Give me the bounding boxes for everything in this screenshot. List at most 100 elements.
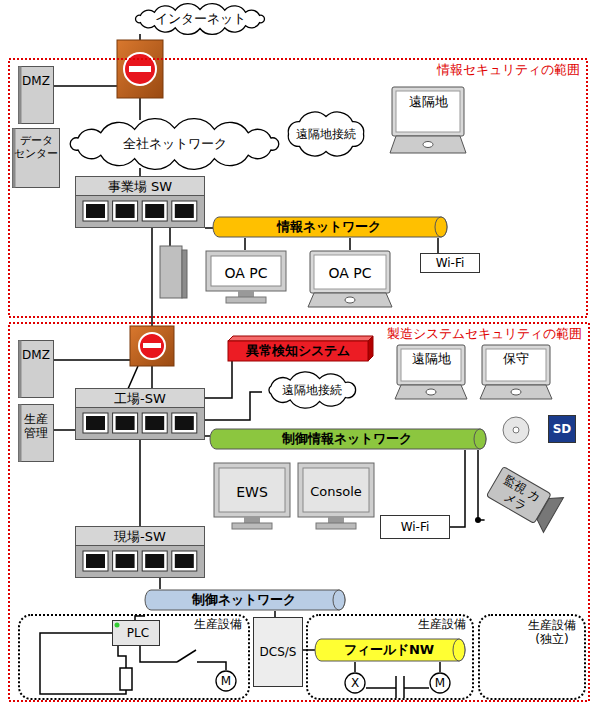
motor-symbol: M — [215, 670, 237, 692]
node-label: 情報ネットワーク — [277, 219, 381, 235]
laptop: OA PC — [308, 250, 392, 308]
text-box: 遠隔地 — [403, 351, 459, 380]
laptop: 保守 — [480, 344, 552, 400]
node-label: 制御情報ネットワーク — [282, 431, 412, 447]
wifi-ap: Wi-Fi — [420, 253, 480, 273]
junction-dot — [475, 517, 481, 523]
text-box: データ センター — [14, 134, 58, 186]
text-box: 制御情報ネットワーク — [224, 429, 470, 449]
connector — [478, 450, 485, 520]
node-label: 遠隔地 — [412, 351, 451, 367]
text-box: 製造システムセキュリティの範囲 — [16, 326, 582, 698]
node-label: PLC — [127, 626, 149, 640]
node-label: 制御ネットワーク — [192, 592, 296, 608]
text-box: 遠隔地接続 — [292, 118, 360, 150]
node-label: 情報セキュリティの範囲 — [437, 62, 580, 78]
network-switch: 工場-SW — [75, 388, 205, 440]
connector — [205, 361, 232, 398]
text-box: 情報セキュリティの範囲 — [16, 62, 580, 314]
text-box: OA PC — [213, 258, 279, 288]
node-label: DMZ — [22, 74, 50, 88]
node-label: X — [351, 676, 359, 690]
text-box: 全社ネットワーク — [86, 128, 263, 160]
cloud-network: 遠隔地接続 — [280, 108, 372, 160]
connector — [349, 238, 351, 250]
node-label: M — [435, 676, 445, 690]
connector — [439, 662, 441, 672]
motor-symbol: M — [429, 672, 451, 694]
text-box: Wi-Fi — [385, 517, 445, 537]
text-box: 生産管理 — [20, 412, 52, 460]
text-box: EWS — [221, 470, 283, 514]
text-box: 現場-SW — [79, 528, 201, 546]
node-label: 遠隔地接続 — [282, 383, 342, 397]
laptop: 遠隔地 — [390, 86, 466, 154]
firewall-icon — [130, 326, 174, 366]
node-label: 生産設備 — [194, 617, 242, 631]
cloud-network: 遠隔地接続 — [262, 372, 362, 408]
text-box: DCS/S — [256, 619, 300, 685]
node-label: 遠隔地 — [409, 94, 448, 110]
controller: PLC — [112, 620, 160, 646]
contact-symbol — [366, 676, 429, 698]
server: DMZ — [18, 66, 54, 124]
node-label: データ センター — [14, 134, 58, 160]
network-switch: 現場-SW — [75, 526, 205, 578]
text-box: 異常検知システム — [231, 342, 365, 359]
connector — [205, 392, 262, 420]
node-label: 全社ネットワーク — [123, 136, 227, 152]
pc: OA PC — [205, 250, 287, 304]
connector — [244, 238, 246, 250]
text-box: Wi-Fi — [425, 255, 475, 271]
text-box: 情報ネットワーク — [227, 217, 431, 237]
wire — [54, 359, 130, 361]
text-box: フィールドNW — [329, 639, 449, 661]
node-label: 遠隔地接続 — [296, 127, 356, 141]
equipment-zone: 生産設備 (独立) — [478, 614, 586, 700]
network-bus: 制御情報ネットワーク — [210, 428, 486, 450]
node-label: 工場-SW — [114, 391, 166, 407]
server: DMZ — [18, 340, 54, 398]
detection-system: 異常検知システム — [228, 336, 373, 361]
cd-disc — [503, 417, 529, 443]
console: Console — [297, 462, 375, 530]
text-box: M — [430, 673, 450, 693]
server: 生産管理 — [18, 404, 54, 462]
text-box: PLC — [120, 622, 156, 644]
node-label: M — [221, 674, 231, 688]
surveillance-camera: 監視 カメラ — [485, 464, 564, 533]
wifi-ap: Wi-Fi — [380, 515, 450, 539]
node-label: 異常検知システム — [246, 343, 350, 359]
text-box: 工場-SW — [79, 390, 201, 408]
wire — [169, 228, 171, 246]
text-box: 保守 — [488, 351, 544, 380]
workstation: EWS — [213, 462, 291, 530]
field-bus: フィールドNW — [315, 638, 465, 662]
connector — [274, 611, 276, 617]
wire — [54, 85, 117, 87]
node-label: OA PC — [328, 265, 371, 282]
network-switch: 事業場 SW — [75, 176, 205, 228]
node-label: 生産設備 (独立) — [524, 618, 580, 647]
network-bus: 情報ネットワーク — [213, 216, 447, 238]
network-bus: 制御ネットワーク — [145, 589, 345, 611]
node-label: Wi-Fi — [401, 520, 430, 534]
text-box: 生産設備 (独立) — [524, 618, 580, 696]
node-label: インターネット — [155, 11, 246, 27]
text-box: 制御ネットワーク — [159, 590, 329, 610]
connector — [139, 440, 141, 526]
text-box: OA PC — [316, 258, 384, 288]
security-zone: 情報セキュリティの範囲 DMZ データ センター 全社ネットワーク 遠隔地接続 遠隔地事業… — [8, 58, 588, 318]
node-label: 生産設備 — [418, 617, 466, 631]
text-box: SD — [550, 417, 574, 441]
node-label: 生産管理 — [20, 412, 52, 441]
equipment-zone: 生産設備 PLC M — [18, 614, 250, 700]
server: データ センター — [12, 128, 60, 188]
node-label: Console — [310, 484, 362, 500]
text-box: Console — [305, 470, 367, 514]
connector — [159, 578, 161, 589]
node-label: EWS — [236, 484, 268, 501]
node-label: フィールドNW — [344, 642, 434, 658]
node-label: Wi-Fi — [436, 256, 465, 270]
